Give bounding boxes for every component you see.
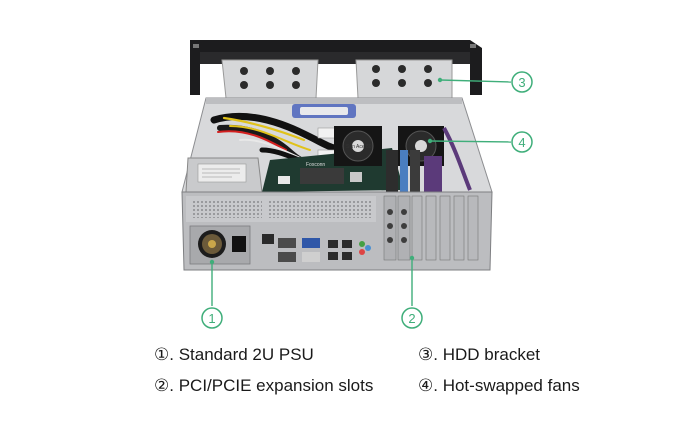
legend-text: Hot-swapped fans (442, 376, 580, 395)
expansion-slot-covers (383, 195, 479, 261)
svg-text:3: 3 (518, 75, 525, 90)
legend-item-expansion-slots: ②. PCI/PCIE expansion slots (154, 376, 373, 396)
svg-text:4: 4 (518, 135, 525, 150)
legend-item-psu: ①. Standard 2U PSU (154, 345, 314, 365)
fan-brand-label: Sun Ace 80 (346, 144, 372, 150)
rear-panel (181, 191, 493, 271)
legend-symbol: ③. (418, 345, 438, 364)
callout-dots (209, 77, 443, 265)
legend-item-fans: ④. Hot-swapped fans (418, 376, 580, 396)
svg-text:2: 2 (408, 311, 415, 326)
board-brand-label: Foxconn (306, 162, 325, 168)
expansion-riser (386, 127, 472, 192)
legend-symbol: ②. (154, 376, 174, 395)
callout-badge-2: 2 (401, 307, 423, 329)
legend-item-hdd-bracket: ③. HDD bracket (418, 345, 540, 365)
legend-symbol: ①. (154, 345, 174, 364)
svg-text:1: 1 (208, 311, 215, 326)
legend-text: Standard 2U PSU (178, 345, 314, 364)
legend-text: HDD bracket (442, 345, 541, 364)
callout-lines (211, 79, 512, 306)
callout-badge-4: 4 (511, 131, 533, 153)
hdd-bracket-left (221, 59, 319, 99)
fan-left: Sun Ace 80 (334, 126, 382, 166)
legend-symbol: ④. (418, 376, 438, 395)
psu-unit (185, 157, 263, 193)
callout-badge-3: 3 (511, 71, 533, 93)
fan-right (398, 126, 444, 166)
legend-text: PCI/PCIE expansion slots (178, 376, 374, 395)
callout-badge-1: 1 (201, 307, 223, 329)
